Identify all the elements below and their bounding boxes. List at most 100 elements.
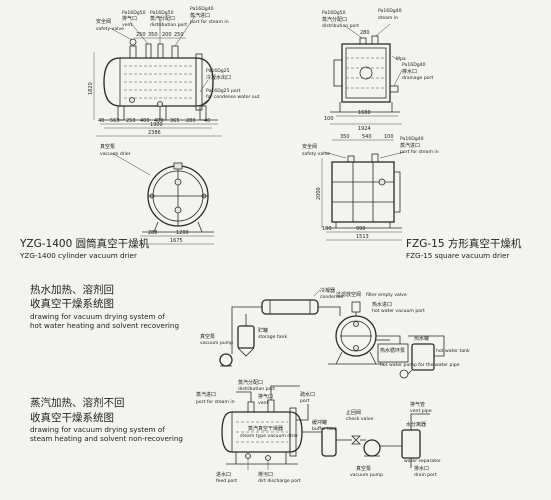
st-check-valve (351, 435, 361, 445)
st-drain-cn: 排水口 (414, 465, 429, 472)
hw-hotpump-cn: 热水循环泵 (380, 347, 405, 354)
st-outlet-cn: 疏水口 (300, 391, 315, 398)
yzg-caption-cn: YZG-1400 圆筒真空干燥机 (20, 238, 150, 250)
yzg-vent-cn: 排气口 (122, 15, 137, 22)
fzg-front-pa40: Pa16Dg40 (400, 136, 424, 142)
st-vent-en: vent (258, 400, 268, 406)
yzg-topdim-2: 350 (148, 32, 158, 38)
yzg-total-dim: 2386 (148, 130, 161, 136)
steam-system: 蒸汽分配口 distribution port 蒸汽进口 port for st… (196, 379, 441, 484)
st-watersep-cn: 水分离器 (406, 421, 426, 428)
yzg-shelves (124, 65, 194, 99)
hw-storage-tank (237, 325, 255, 349)
st-outlet-en: port (300, 398, 310, 404)
st-watersep-en: water separator (404, 458, 441, 464)
yzg-front-pump-en: vacuum drier (100, 151, 131, 157)
hw-hottank-en: hot water tank (436, 348, 470, 354)
fzg-front-topdim-3: 100 (384, 134, 394, 140)
hw-filter-cn: 过滤放空阀 (336, 291, 361, 298)
fzg-top-drain-en: drainage port (402, 75, 433, 81)
hw-storage-cn: 贮罐 (258, 327, 268, 334)
yzg-pa25b-label: Pa16Dg25 port (206, 88, 241, 94)
fzg-top-drain-cn: 排水口 (402, 68, 417, 75)
yzg-pa25-label: Pa16Dg25 (206, 68, 230, 74)
yzg-condout-en: for condense water out (206, 94, 260, 100)
yzg-front-top-port (173, 162, 183, 170)
hot-caption-cn-2: 收真空干燥系统图 (30, 298, 114, 310)
yzg-front-pump-cn: 真空泵 (100, 143, 115, 150)
yzg-pa50-label: Pa16Dg50 (122, 10, 146, 16)
yzg-bdim-1: 40 (98, 118, 104, 124)
fzg-top-steamdist-en: distribution port (322, 23, 359, 29)
st-vent2-en: vent pipe (410, 408, 432, 414)
st-vent-cn: 排气口 (258, 393, 273, 400)
hot-water-system: 冷凝器 condenser 贮罐 storage tank 真空泵 vacuum… (200, 287, 470, 379)
hw-filter-en: filter empty valve (366, 292, 407, 298)
fzg-top-gauge (359, 66, 373, 80)
st-steamin-cn: 蒸汽进口 (196, 391, 216, 398)
yzg-steam-port (157, 101, 163, 107)
yzg-bdim-3: 250 (126, 118, 136, 124)
hw-hotin-en: hot water vacuum port (372, 308, 425, 314)
yzg-front-handwheel-top (174, 178, 182, 186)
yzg-pa40-label: Pa16Dg40 (190, 6, 214, 12)
steam-caption-cn-2: 收真空干燥系统图 (30, 412, 114, 424)
fzg-front-topdim-2: 540 (362, 134, 372, 140)
yzg-topdim-3: 200 (162, 32, 172, 38)
st-dirt-cn: 排污口 (258, 471, 273, 478)
hw-condenser-cn: 冷凝器 (320, 287, 335, 294)
yzg-safety-label-en: safety valve (96, 26, 124, 32)
fzg-top-pa40: Pa16Dg40 (378, 8, 402, 14)
st-dryer-cn: 蒸汽真空干燥器 (248, 425, 283, 432)
hw-condenser-en: condenser (320, 294, 344, 300)
yzg-front-view: 真空泵 vacuum drier 288 1200 1675 (100, 143, 214, 245)
fzg-top-body (341, 43, 391, 103)
yzg-pa50-b-label: Pa16Dg50 (150, 10, 174, 16)
yzg-safety-label-cn: 安全阀 (96, 18, 111, 25)
yzg-condensate-port (129, 97, 135, 103)
fzg-top-dim-1680: 1680 (358, 110, 371, 116)
fzg-top-dim-280: 280 (360, 30, 370, 36)
yzg-front-handwheel-bottom (174, 206, 182, 214)
yzg-topdim-1: 250 (136, 32, 146, 38)
fzg-top-pa50: Pa16Dg50 (322, 10, 346, 16)
fzg-front-safety-en: safety valve (302, 151, 330, 157)
steam-caption-en-1: drawing for vacuum drying system of (30, 425, 165, 434)
yzg-vent-en: vent (122, 22, 132, 28)
yzg-steamin-cn: 蒸汽进口 (190, 12, 210, 19)
fzg-top-steamdist-cn: 蒸汽分配口 (322, 16, 347, 23)
hw-vacuum-pump (219, 353, 233, 367)
steam-caption-en-2: steam heating and solvent non-recovering (30, 434, 183, 443)
st-pump-en: vacuum pump (350, 473, 383, 478)
st-steamdist-en: distribution port (238, 386, 275, 392)
hw-hotin-cn: 热水进口 (372, 301, 392, 308)
fzg-top-side-dim: 100 (324, 116, 334, 122)
fzg-front-view: 安全阀 safety valve Pa16Dg40 蒸汽进口 port for … (302, 134, 439, 241)
st-steamin-en: port for steam in (196, 399, 235, 405)
fzg-front-safety-cn: 安全阀 (302, 143, 317, 150)
st-dirt-en: dirt discharge port (258, 478, 301, 484)
hw-storage-en: storage tank (258, 334, 287, 340)
st-check-en: check valve (346, 416, 373, 422)
st-steamdist-cn: 蒸汽分配口 (238, 379, 263, 386)
yzg-bdim-8: 40 (204, 118, 210, 124)
fzg-top-steamin: steam in (378, 15, 398, 21)
st-buffer-tank (321, 427, 337, 457)
yzg-bdim-7: 280 (186, 118, 196, 124)
yzg-bdim-2: 563 (110, 118, 120, 124)
hw-pump-en: vacuum pump (200, 341, 233, 346)
hw-hot-tank (411, 343, 435, 371)
fzg-front-bdim-2: 990 (356, 226, 366, 232)
fzg-front-gauge (378, 178, 386, 186)
yzg-steamin-en: port for steam in (190, 19, 229, 25)
yzg-topdim-4: 250 (174, 32, 184, 38)
st-dryer-en: steam type vacuum drier (240, 433, 298, 439)
st-feed-en: feed port (216, 478, 237, 484)
hot-caption-en-2: hot water heating and solvent recovering (30, 321, 180, 330)
yzg-height-dim: 1820 (88, 82, 94, 95)
st-pump-cn: 真空泵 (356, 465, 371, 472)
st-water-separator (401, 429, 421, 459)
yzg-caption-en: YZG-1400 cylinder vacuum drier (20, 251, 137, 260)
hw-hotpump-en: hot water pump for the water pipe (380, 362, 460, 368)
